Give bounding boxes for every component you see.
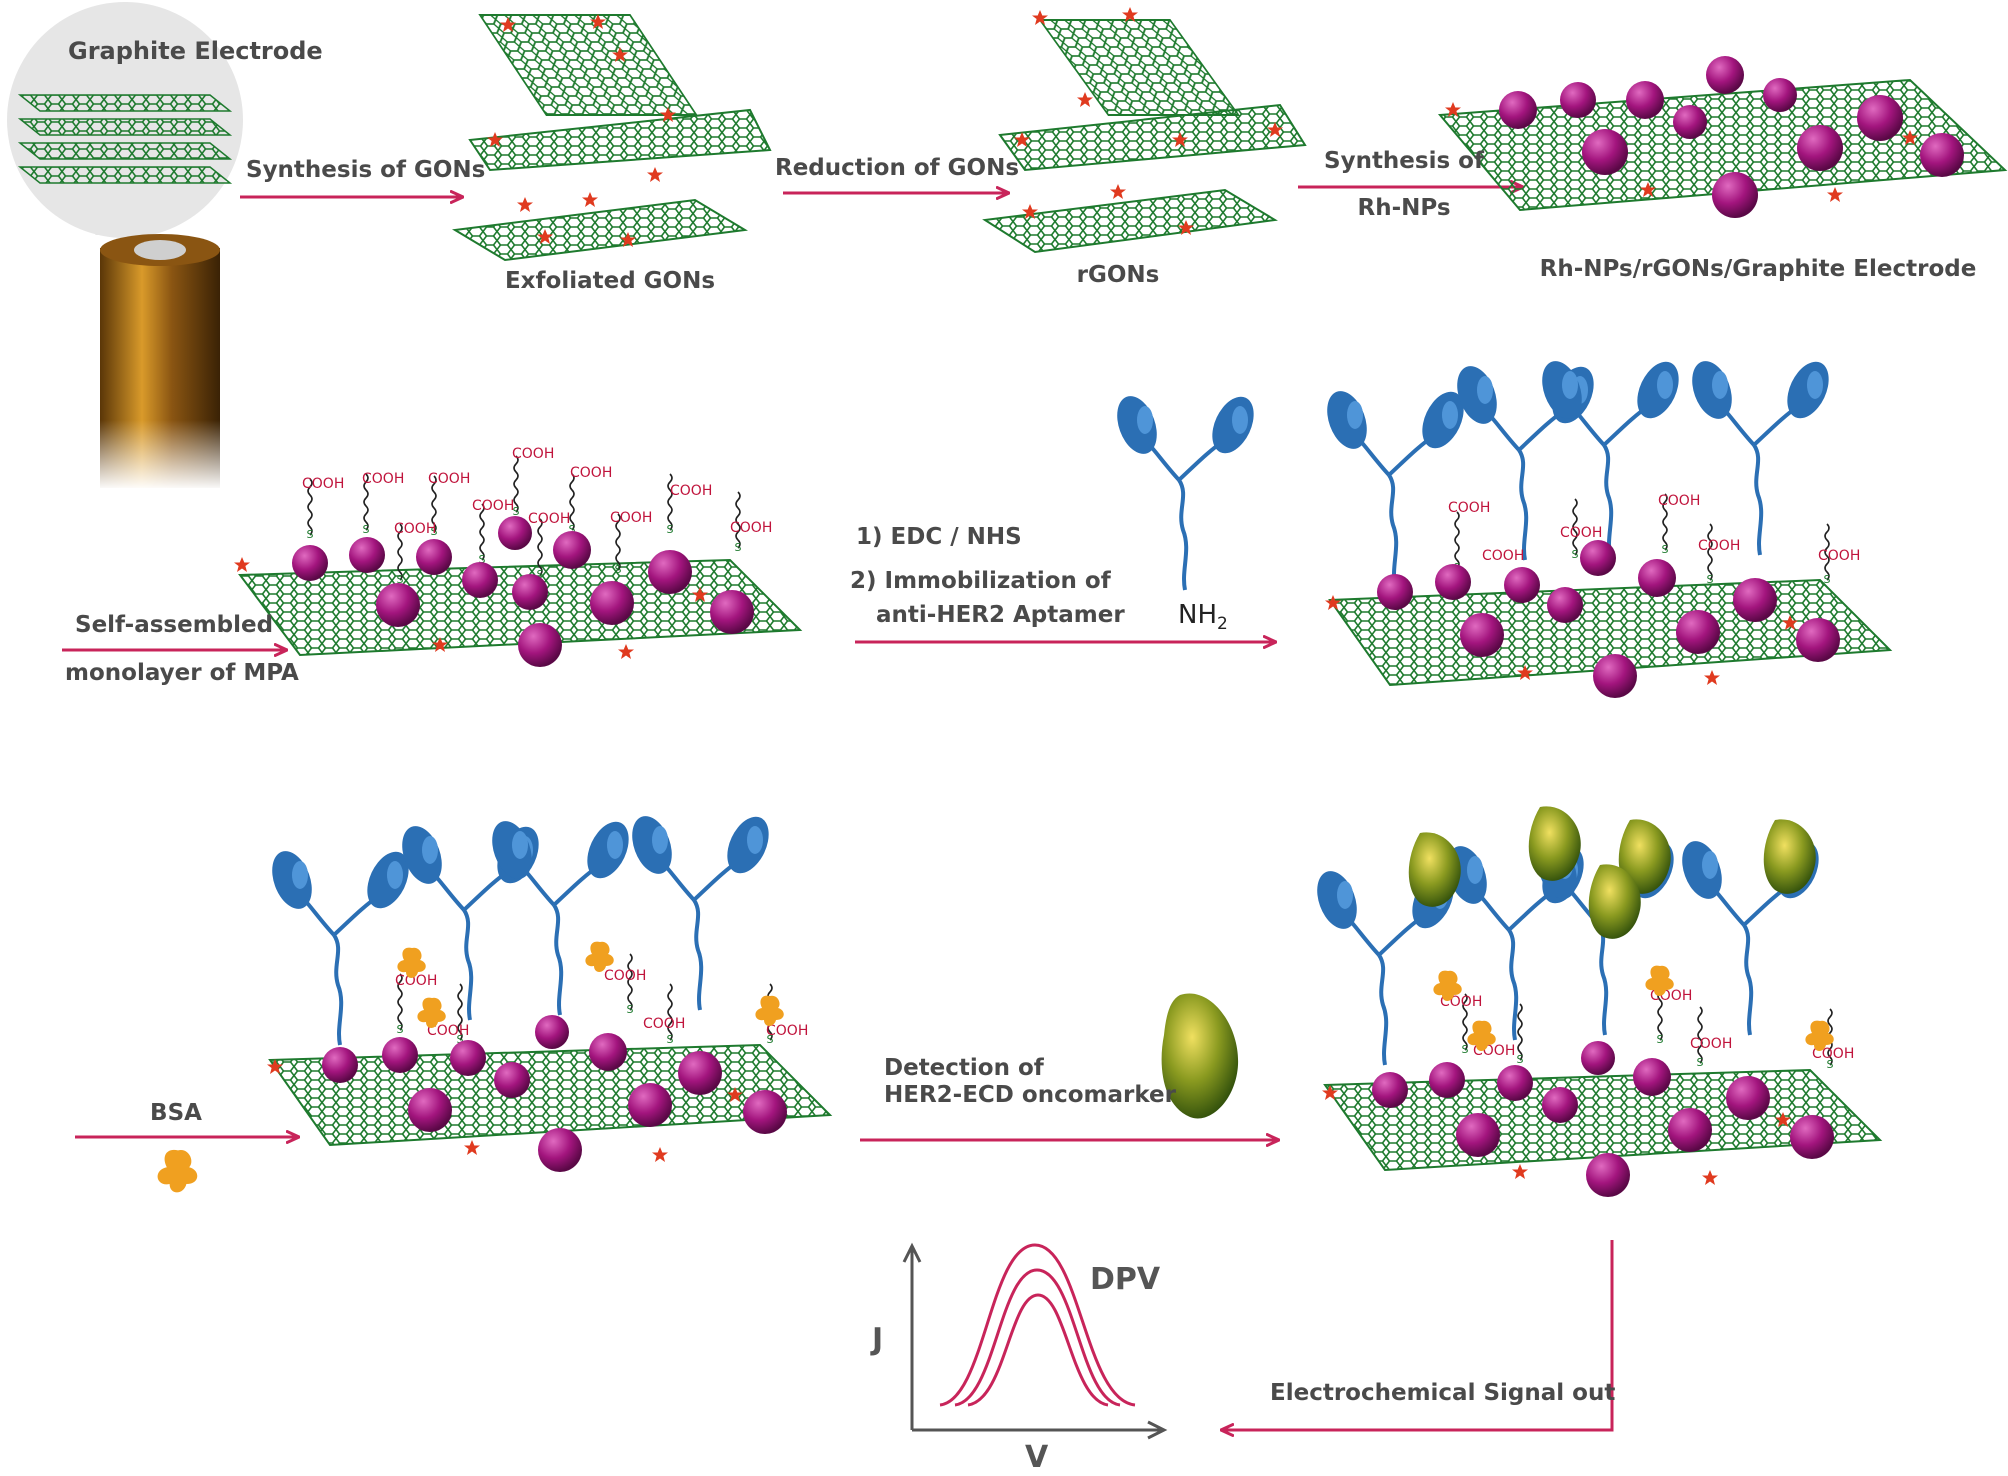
cooh-label: COOH [302,476,344,492]
synthesis-of-label: Synthesis of [1324,148,1484,174]
cooh-label: COOH [570,465,612,481]
cooh-label: COOH [610,510,652,526]
cooh-label: COOH [1818,548,1860,564]
x-axis-label: V [1025,1440,1049,1475]
cooh-label: COOH [394,521,436,537]
anti-her2-aptamer-free [1107,388,1264,592]
cooh-label: COOH [1658,493,1700,509]
graphite-electrode-label: Graphite Electrode [68,37,323,65]
reduction-gons-label: Reduction of GONs [775,155,1020,181]
dpv-curve-1 [939,1243,1136,1407]
rh-nps-electrode-label: Rh-NPs/rGONs/Graphite Electrode [1539,256,1977,282]
rh-nps-label: Rh-NPs [1357,195,1451,221]
monolayer-mpa-label: monolayer of MPA [65,660,299,686]
cooh-label: COOH [428,471,470,487]
her2-ecd-protein [1161,993,1239,1119]
mpa-monolayer-electrode: COOH COOH COOH COOH COOH COOH COOH COOH … [234,446,803,667]
aptamer-modified-electrode: COOH COOH COOH COOH COOH COOH [1317,353,1893,698]
cooh-label: COOH [1448,500,1490,516]
cooh-label: COOH [670,483,712,499]
cooh-label: COOH [528,511,570,527]
rgons-sheets [982,7,1307,254]
cooh-label: COOH [730,520,772,536]
cooh-label: COOH [1482,548,1524,564]
bsa-molecule [157,1149,198,1193]
cooh-label: COOH [395,973,437,989]
anti-her2-aptamer-label: anti-HER2 Aptamer [876,602,1125,628]
dpv-label: DPV [1090,1262,1161,1297]
cooh-label: COOH [472,498,514,514]
cooh-label: COOH [604,968,646,984]
edc-nhs-label: 1) EDC / NHS [856,524,1022,550]
rgons-label: rGONs [1076,262,1160,288]
cooh-label: COOH [1560,525,1602,541]
graphite-electrode [7,2,243,490]
cooh-label: COOH [362,471,404,487]
dpv-curve-3 [967,1293,1109,1407]
signal-out-label: Electrochemical Signal out [1270,1380,1616,1406]
arrow-signal-out [1222,1240,1614,1430]
exfoliated-gons-sheets [452,14,772,262]
her2-ecd-label: HER2-ECD oncomarker [884,1082,1176,1108]
bsa-label: BSA [150,1100,202,1126]
cooh-label: COOH [1698,538,1740,554]
exfoliated-gons-label: Exfoliated GONs [504,268,716,294]
y-axis-label: J [872,1322,884,1357]
cooh-label: COOH [1690,1036,1732,1052]
detection-of-label: Detection of [884,1055,1044,1081]
immobilization-label: 2) Immobilization of [850,568,1111,594]
cooh-label: COOH [512,446,554,462]
dpv-plot [902,1242,1168,1440]
bsa-blocked-electrode: COOH COOH COOH COOH COOH [262,808,833,1172]
rh-nps-rgons-sheet [1437,56,2008,218]
nh2-label: NH2 [1178,600,1228,635]
dpv-curve-2 [954,1268,1121,1407]
cooh-label: COOH [643,1016,685,1032]
self-assembled-label: Self-assembled [75,612,274,638]
synthesis-gons-label: Synthesis of GONs [246,157,486,183]
cooh-label: COOH [766,1023,808,1039]
cooh-label: COOH [427,1023,469,1039]
her2-bound-electrode: COOH COOH COOH COOH COOH [1307,806,1883,1197]
